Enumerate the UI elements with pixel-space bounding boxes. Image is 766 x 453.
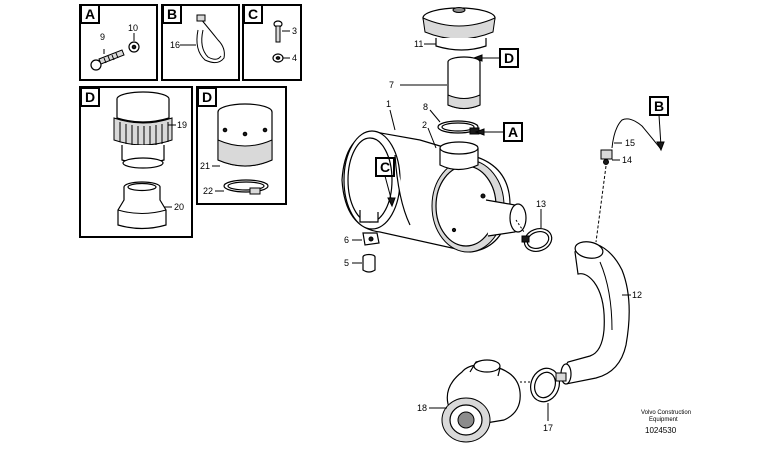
label-9: 9 — [100, 32, 105, 42]
footer-brand-line2: Equipment — [649, 417, 678, 423]
inset-d1-tag-frame — [80, 87, 100, 107]
label-17: 17 — [543, 423, 553, 433]
valve-5-icon — [362, 253, 376, 273]
hose-clamp-17-icon — [530, 367, 567, 403]
label-20: 20 — [174, 202, 184, 212]
label-21: 21 — [200, 161, 210, 171]
inset-c-tag-frame — [243, 4, 263, 24]
inset-box-b: B 16 — [161, 4, 240, 81]
screw-9-icon — [90, 49, 125, 71]
label-10: 10 — [128, 23, 138, 33]
label-15: 15 — [625, 138, 635, 148]
hose-clamp-8-icon — [437, 120, 480, 135]
nut-4-icon — [272, 53, 284, 63]
intake-hose-12-icon — [560, 241, 630, 385]
callout-c-tag: C — [380, 159, 390, 175]
washer-10-icon — [128, 41, 140, 53]
inset-box-a: A 9 10 — [79, 4, 158, 81]
housing-inlet-2-icon — [439, 141, 479, 171]
footer-brand-line1: Volvo Construction — [641, 410, 691, 416]
rain-cap-21-icon — [217, 103, 273, 167]
label-7: 7 — [389, 80, 394, 90]
housing-outlet-icon — [485, 199, 527, 237]
label-11: 11 — [414, 39, 423, 49]
label-19: 19 — [177, 120, 187, 130]
rain-cap-11-icon — [422, 7, 496, 51]
adapter-20-icon — [117, 181, 167, 230]
inset-box-c: C 3 4 — [242, 4, 302, 81]
bracket-6-icon — [362, 232, 380, 246]
label-1: 1 — [386, 99, 391, 109]
drawing-number: 1024530 — [645, 426, 677, 435]
inset-d2-tag: D — [202, 89, 212, 105]
label-6: 6 — [344, 235, 349, 245]
inset-d2-tag-frame — [197, 87, 217, 107]
callout-d-frame — [499, 48, 519, 68]
clamp-22-icon — [223, 179, 269, 195]
sensor-14-icon — [600, 149, 613, 165]
inset-box-d-rain-cap: D 21 22 — [196, 86, 287, 205]
callout-d-tag: D — [504, 50, 514, 66]
label-8: 8 — [423, 102, 428, 112]
label-16: 16 — [170, 40, 180, 50]
label-4: 4 — [292, 53, 297, 63]
inset-d1-tag: D — [85, 89, 95, 105]
label-18: 18 — [417, 403, 427, 413]
inset-a-tag-frame — [80, 4, 100, 24]
callout-a-frame — [503, 122, 523, 142]
inset-c-tag: C — [248, 6, 258, 22]
label-12: 12 — [632, 290, 642, 300]
inset-b-tag: B — [167, 6, 177, 22]
label-2: 2 — [422, 120, 427, 130]
label-5: 5 — [344, 258, 349, 268]
hose-clamp-13-icon — [521, 228, 553, 252]
hose-clamp-16-icon — [196, 14, 225, 64]
label-3: 3 — [292, 26, 297, 36]
bolt-3-icon — [273, 20, 283, 43]
callout-b-tag: B — [654, 98, 664, 114]
inset-box-d-precleaner: D 19 20 — [79, 86, 193, 238]
intake-pipe-7-icon — [447, 56, 481, 110]
precleaner-19-icon — [113, 91, 173, 169]
label-13: 13 — [536, 199, 546, 209]
inset-b-tag-frame — [162, 4, 182, 24]
label-14: 14 — [622, 155, 632, 165]
turbocharger-18-icon — [441, 359, 521, 443]
sensor-cable-15-icon — [611, 118, 661, 149]
inset-a-tag: A — [85, 6, 95, 22]
label-22: 22 — [203, 186, 213, 196]
callout-a-tag: A — [508, 124, 518, 140]
